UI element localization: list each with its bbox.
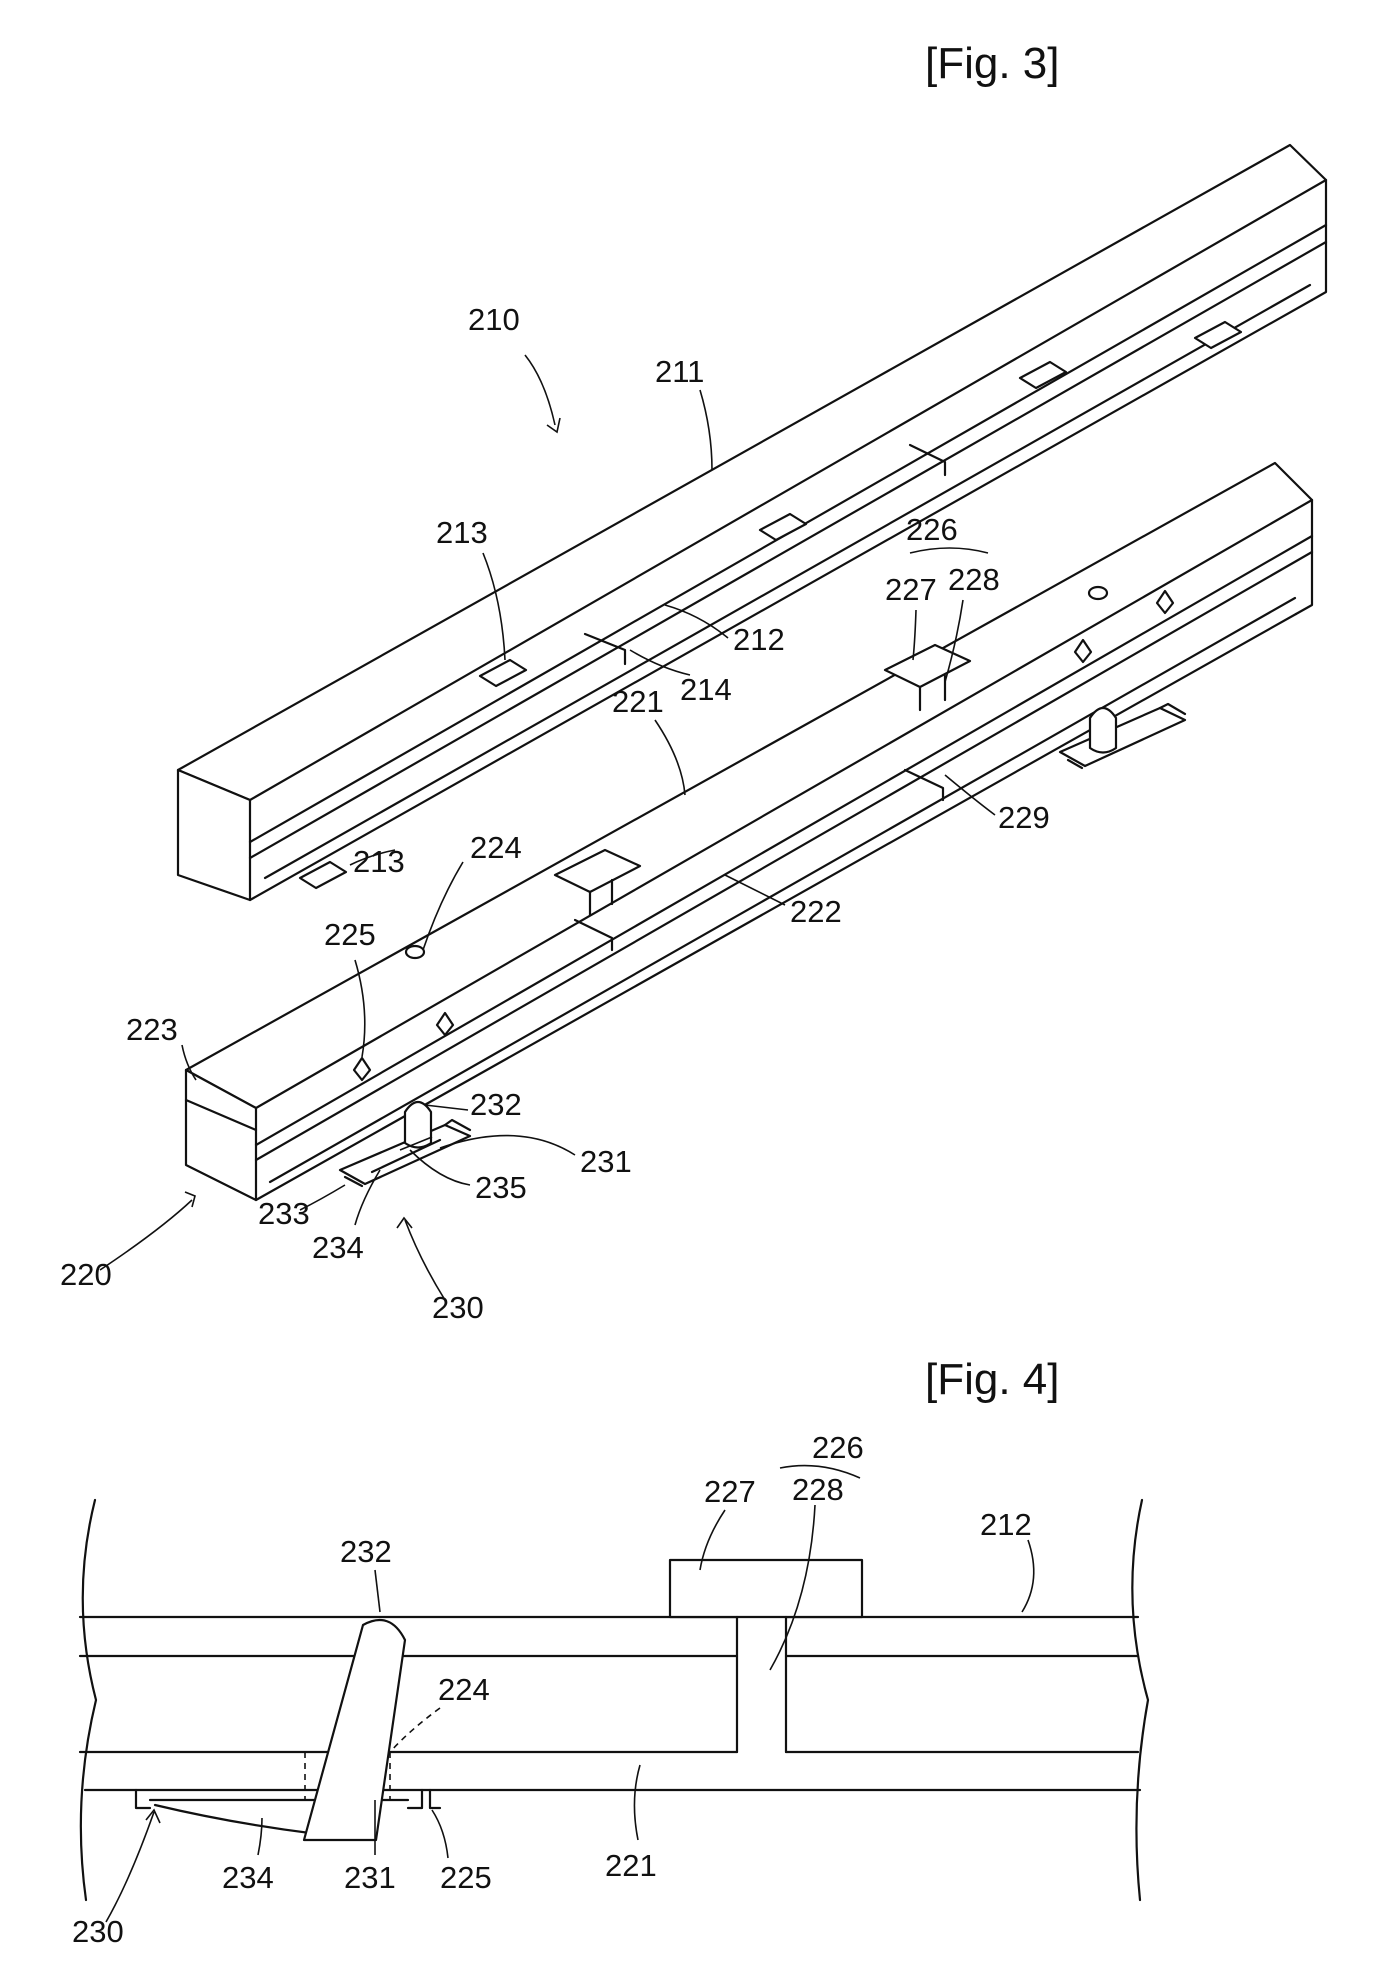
leader-210 [525, 355, 555, 425]
guide-block-227 [670, 1560, 862, 1617]
figure-3-title: [Fig. 3] [925, 39, 1060, 88]
label-224: 224 [438, 1672, 490, 1707]
lock-bracket-right [408, 1790, 422, 1808]
fig4-leaders [106, 1466, 1034, 1922]
pin-225-d [1157, 591, 1173, 613]
right-break-line [1132, 1500, 1148, 1900]
leader-229 [945, 775, 995, 815]
label-225: 225 [440, 1860, 492, 1895]
label-235: 235 [475, 1170, 527, 1205]
label-212: 212 [980, 1507, 1032, 1542]
pin-225-c [1075, 640, 1091, 662]
guide-web-228 [737, 1617, 786, 1752]
label-230: 230 [72, 1914, 124, 1949]
label-227: 227 [704, 1474, 756, 1509]
leader-234 [258, 1818, 262, 1855]
label-229: 229 [998, 800, 1050, 835]
label-228: 228 [948, 562, 1000, 597]
label-232: 232 [340, 1534, 392, 1569]
label-224: 224 [470, 830, 522, 865]
label-233: 233 [258, 1196, 310, 1231]
lower-rail-top-face [186, 463, 1312, 1108]
lock-bracket-left [136, 1790, 150, 1808]
label-221: 221 [605, 1848, 657, 1883]
leader-222 [725, 875, 785, 905]
label-226: 226 [812, 1430, 864, 1465]
leader-227 [913, 610, 916, 660]
hole-224-b [1089, 587, 1107, 599]
label-231: 231 [580, 1144, 632, 1179]
hook-213-c [760, 514, 806, 540]
label-210: 210 [468, 302, 520, 337]
figure-3: [Fig. 3] [60, 39, 1326, 1325]
label-214: 214 [680, 672, 732, 707]
label-212: 212 [733, 622, 785, 657]
upper-rail-top-face [178, 145, 1326, 800]
leader-225 [432, 1810, 448, 1858]
section-view [80, 1500, 1148, 1900]
locking-pin-232 [304, 1620, 405, 1840]
label-232: 232 [470, 1087, 522, 1122]
leader-224 [390, 1708, 440, 1752]
label-226: 226 [906, 512, 958, 547]
label-227: 227 [885, 572, 937, 607]
leader-226-brace [910, 548, 988, 553]
leader-211 [700, 390, 712, 470]
label-231: 231 [344, 1860, 396, 1895]
label-220: 220 [60, 1257, 112, 1292]
label-234: 234 [222, 1860, 274, 1895]
hook-213-d [1020, 362, 1066, 388]
locking-pin-232 [405, 1102, 431, 1148]
pin-225-a [354, 1058, 370, 1080]
leader-230 [405, 1220, 445, 1300]
upper-rail-right-end [1312, 180, 1326, 300]
leader-232 [375, 1570, 380, 1612]
figure-4-title: [Fig. 4] [925, 1355, 1060, 1404]
label-213-a: 213 [436, 515, 488, 550]
label-230: 230 [432, 1290, 484, 1325]
label-228: 228 [792, 1472, 844, 1507]
leader-230 [106, 1812, 154, 1922]
label-221: 221 [612, 684, 664, 719]
label-222: 222 [790, 894, 842, 929]
left-break-line [81, 1500, 96, 1900]
label-211: 211 [655, 354, 704, 389]
leader-212 [1022, 1540, 1034, 1612]
pin-225 [430, 1790, 440, 1808]
fig4-labels: 226 227 228 212 232 224 221 230 234 231 … [72, 1430, 1032, 1949]
hook-213-a [300, 862, 346, 888]
leader-221 [655, 720, 685, 795]
label-213-b: 213 [353, 844, 405, 879]
leader-232 [425, 1105, 468, 1110]
leader-220 [100, 1200, 192, 1270]
label-223: 223 [126, 1012, 178, 1047]
label-225: 225 [324, 917, 376, 952]
upper-rail-bottom-edge [250, 300, 1312, 900]
locking-pin-rear [1090, 708, 1116, 753]
figure-4: [Fig. 4] [72, 1355, 1148, 1949]
tab-229-a [575, 920, 612, 950]
label-234: 234 [312, 1230, 364, 1265]
leader-230-arrow [397, 1218, 412, 1228]
hole-224-a [406, 946, 424, 958]
leader-221 [634, 1765, 640, 1840]
